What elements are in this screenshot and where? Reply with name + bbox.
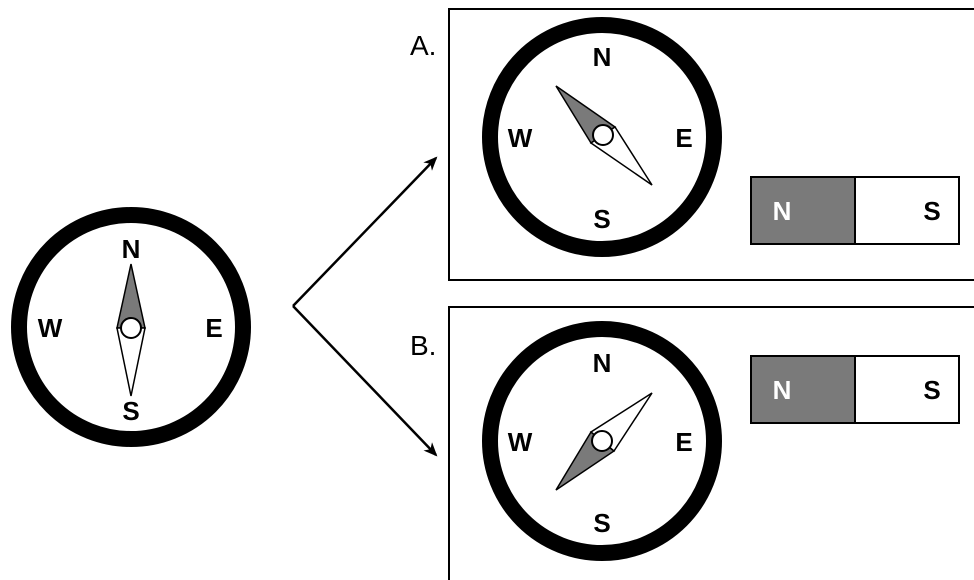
magnet-south-pole	[854, 176, 960, 245]
panel-b-label: B.	[410, 330, 436, 361]
panel-b: B. N S W E N S	[410, 306, 974, 580]
magnet-south-label: S	[923, 375, 940, 405]
panel-a-label: A.	[410, 30, 436, 61]
panel-b-compass: N S W E	[482, 321, 722, 561]
compass-east-label: E	[675, 123, 692, 153]
compass-north-label: N	[593, 348, 612, 378]
original-compass: N S W E	[11, 207, 251, 447]
compass-east-label: E	[205, 313, 222, 343]
compass-south-label: S	[593, 508, 610, 538]
magnet-north-pole	[750, 176, 856, 245]
panel-a-compass: N S W E	[482, 17, 722, 257]
needle-pivot	[591, 430, 613, 452]
magnet-south-pole	[854, 355, 960, 424]
needle-pivot	[592, 124, 614, 146]
compass-north-label: N	[593, 42, 612, 72]
compass-east-label: E	[675, 427, 692, 457]
arrow-to-panel-a	[292, 156, 438, 307]
magnet-south-label: S	[923, 196, 940, 226]
panel-a-frame	[448, 8, 974, 281]
compass-south-label: S	[593, 204, 610, 234]
arrow-to-panel-b	[292, 305, 438, 457]
panel-b-frame	[448, 306, 974, 580]
magnet-north-label: N	[773, 196, 792, 226]
compass-west-label: W	[508, 427, 533, 457]
compass-south-label: S	[122, 396, 139, 426]
panel-a-bar-magnet: N S	[750, 176, 960, 245]
compass-west-label: W	[38, 313, 63, 343]
magnet-north-pole	[750, 355, 856, 424]
panel-a: A. N S W E N S	[410, 8, 974, 281]
magnet-north-label: N	[773, 375, 792, 405]
compass-north-label: N	[122, 234, 141, 264]
panel-b-bar-magnet: N S	[750, 355, 960, 424]
needle-pivot	[120, 317, 142, 339]
compass-west-label: W	[508, 123, 533, 153]
